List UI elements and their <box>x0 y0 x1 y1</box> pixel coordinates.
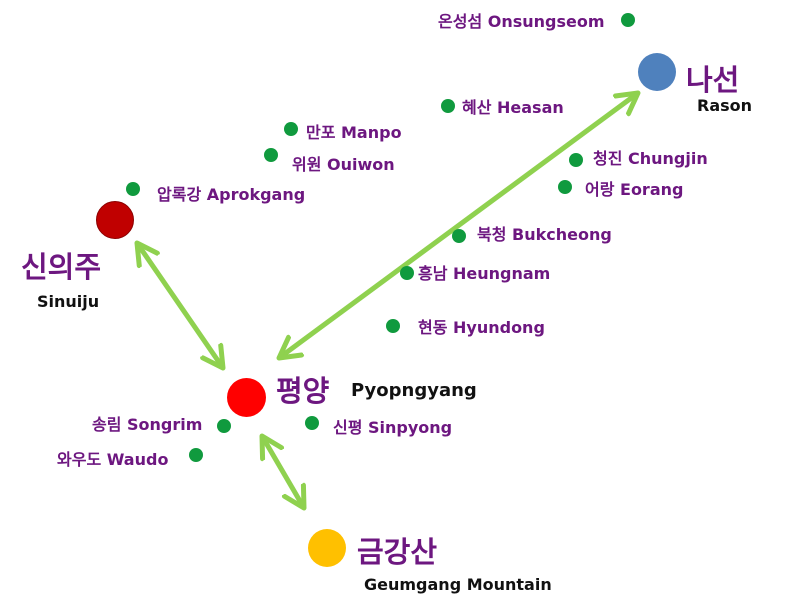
route-arrow-pyongyang-rason <box>279 93 638 358</box>
chungjin-label: 청진 Chungjin <box>593 149 708 168</box>
pyongyang-marker <box>227 378 266 417</box>
sinpyong-dot <box>305 416 319 430</box>
hyundong-label: 현동 Hyundong <box>418 318 545 337</box>
eorang-label: 어랑 Eorang <box>585 180 684 199</box>
geumgang-korean-label: 금강산 <box>357 535 438 569</box>
heungnam-dot <box>400 266 414 280</box>
heungnam-label: 흥남 Heungnam <box>418 264 551 283</box>
rason-marker <box>638 53 676 91</box>
bukcheong-dot <box>452 229 466 243</box>
waudo-label: 와우도 Waudo <box>57 450 169 469</box>
manpo-label: 만포 Manpo <box>306 123 402 142</box>
geumgang-marker <box>308 529 346 567</box>
pyongyang-korean-label: 평양 <box>276 374 330 408</box>
bukcheong-label: 북청 Bukcheong <box>477 225 612 244</box>
sinuiju-korean-label: 신의주 <box>21 250 102 284</box>
heasan-dot <box>441 99 455 113</box>
onsungseom-label: 온성섬 Onsungseom <box>438 12 605 31</box>
rason-english-label: Rason <box>697 96 753 115</box>
sinuiju-marker <box>96 201 134 239</box>
eorang-dot <box>558 180 572 194</box>
sinuiju-english-label: Sinuiju <box>37 292 100 311</box>
chungjin-dot <box>569 153 583 167</box>
ouiwon-dot <box>264 148 278 162</box>
route-arrow-pyongyang-geumgang <box>262 436 304 508</box>
manpo-dot <box>284 122 298 136</box>
pyongyang-english-label: Pyopngyang <box>351 380 477 401</box>
route-arrow-sinuiju-pyongyang <box>137 243 223 368</box>
songrim-label: 송림 Songrim <box>92 415 203 434</box>
waudo-dot <box>189 448 203 462</box>
songrim-dot <box>217 419 231 433</box>
geumgang-english-label: Geumgang Mountain <box>364 575 552 594</box>
onsungseom-dot <box>621 13 635 27</box>
aprokgang-label: 압록강 Aprokgang <box>157 185 306 204</box>
ouiwon-label: 위원 Ouiwon <box>292 155 395 174</box>
heasan-label: 혜산 Heasan <box>462 98 564 117</box>
rason-korean-label: 나선 <box>686 63 740 97</box>
hyundong-dot <box>386 319 400 333</box>
aprokgang-dot <box>126 182 140 196</box>
sinpyong-label: 신평 Sinpyong <box>333 418 453 437</box>
